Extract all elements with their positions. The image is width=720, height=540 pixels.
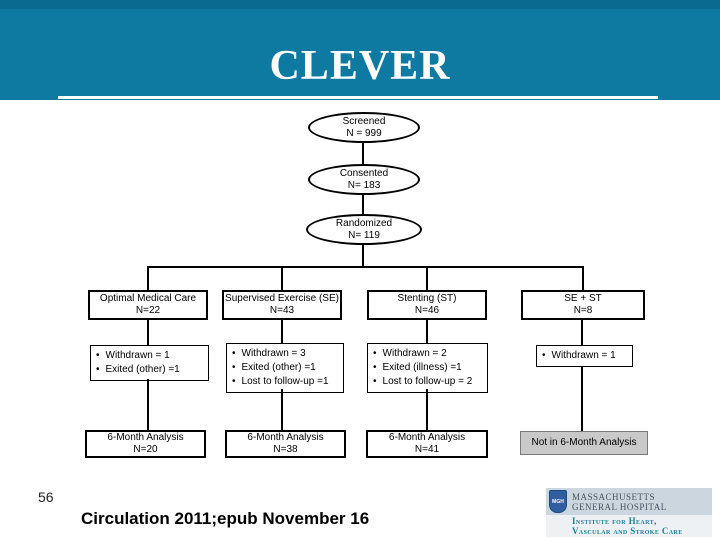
outcome-label: 6-Month Analysis xyxy=(107,432,184,443)
arm-n: N=43 xyxy=(269,305,295,316)
outcome-box-not-in-analysis: Not in 6-Month Analysis xyxy=(520,431,648,455)
connector-horizontal-spine xyxy=(147,266,584,268)
outcome-box-1: 6-Month Analysis N=20 xyxy=(85,430,206,458)
connector-withdrawal3-outcome xyxy=(426,389,428,431)
connector-arm3-withdrawal xyxy=(426,319,428,344)
withdrawal-box-2: Withdrawn = 3 Exited (other) =1 Lost to … xyxy=(226,343,344,393)
connector-withdrawal1-outcome xyxy=(147,379,149,431)
connector-drop-arm3 xyxy=(426,266,428,290)
outcome-label: Not in 6-Month Analysis xyxy=(531,437,637,448)
arm-label: Stenting (ST) xyxy=(397,293,457,304)
connector-drop-arm2 xyxy=(281,266,283,290)
mgh-shield-icon: MGH xyxy=(549,490,567,513)
withdrawal-item: Exited (illness) =1 xyxy=(373,361,484,375)
page-number: 56 xyxy=(38,489,54,505)
hospital-name-line2: GENERAL HOSPITAL xyxy=(572,501,667,512)
stage-label: Consented xyxy=(339,167,389,179)
arm-box-stenting: Stenting (ST) N=46 xyxy=(367,290,487,320)
connector-screened-consented xyxy=(362,142,364,164)
arm-n: N=22 xyxy=(135,305,161,316)
outcome-box-3: 6-Month Analysis N=41 xyxy=(366,430,488,458)
withdrawal-item: Lost to follow-up = 2 xyxy=(373,375,484,389)
arm-label: SE + ST xyxy=(564,293,602,304)
stage-label: Randomized xyxy=(335,217,393,229)
title-underline xyxy=(58,96,658,99)
arm-box-se-plus-st: SE + ST N=8 xyxy=(521,290,645,320)
arm-n: N=8 xyxy=(573,305,593,316)
stage-n: N= 183 xyxy=(347,179,381,191)
institute-name-line1: Institute for Heart, xyxy=(572,516,657,526)
stage-randomized: Randomized N= 119 xyxy=(306,214,422,245)
slide-header: CLEVER xyxy=(0,0,720,100)
header-top-strip xyxy=(0,0,720,9)
withdrawal-item: Exited (other) =1 xyxy=(96,363,205,377)
stage-n: N = 999 xyxy=(346,127,382,139)
institute-name-line2: Vascular and Stroke Care xyxy=(572,526,683,536)
citation-text: Circulation 2011;epub November 16 xyxy=(81,509,370,528)
arm-label: Supervised Exercise (SE) xyxy=(225,293,339,304)
connector-arm2-withdrawal xyxy=(281,319,283,344)
arm-label: Optimal Medical Care xyxy=(99,293,197,304)
hospital-name: MASSACHUSETTS GENERAL HOSPITAL xyxy=(572,492,667,512)
connector-arm1-withdrawal xyxy=(147,319,149,345)
withdrawal-box-4: Withdrawn = 1 xyxy=(536,345,633,367)
stage-consented: Consented N= 183 xyxy=(308,164,420,195)
outcome-label: 6-Month Analysis xyxy=(247,432,324,443)
outcome-box-2: 6-Month Analysis N=38 xyxy=(225,430,346,458)
connector-drop-arm1 xyxy=(147,266,149,290)
connector-drop-arm4 xyxy=(582,266,584,290)
logo-hospital-row: MGH MASSACHUSETTS GENERAL HOSPITAL xyxy=(546,488,712,515)
outcome-n: N=38 xyxy=(273,444,298,455)
withdrawal-item: Exited (other) =1 xyxy=(232,361,340,375)
connector-randomized-spine xyxy=(362,244,364,267)
withdrawal-item: Lost to follow-up =1 xyxy=(232,375,340,389)
withdrawal-item: Withdrawn = 3 xyxy=(232,347,340,361)
mgh-logo: MGH MASSACHUSETTS GENERAL HOSPITAL Insti… xyxy=(546,488,712,537)
withdrawal-item: Withdrawn = 1 xyxy=(542,349,629,363)
arm-box-optimal-medical-care: Optimal Medical Care N=22 xyxy=(88,290,208,320)
connector-consented-randomized xyxy=(362,194,364,214)
withdrawal-box-3: Withdrawn = 2 Exited (illness) =1 Lost t… xyxy=(367,343,488,393)
withdrawal-item: Withdrawn = 1 xyxy=(96,349,205,363)
outcome-label: 6-Month Analysis xyxy=(388,432,466,443)
withdrawal-item: Withdrawn = 2 xyxy=(373,347,484,361)
slide-title: CLEVER xyxy=(269,43,451,89)
outcome-n: N=41 xyxy=(414,444,440,455)
connector-withdrawal4-outcome xyxy=(581,367,583,432)
connector-arm4-withdrawal xyxy=(581,319,583,345)
stage-n: N= 119 xyxy=(348,229,380,241)
withdrawal-box-1: Withdrawn = 1 Exited (other) =1 xyxy=(90,345,209,381)
logo-institute-row: Institute for Heart, Vascular and Stroke… xyxy=(546,515,712,537)
outcome-n: N=20 xyxy=(133,444,158,455)
hospital-name-line1: MASSACHUSETTS xyxy=(572,491,656,502)
arm-n: N=46 xyxy=(414,305,440,316)
connector-withdrawal2-outcome xyxy=(281,389,283,431)
stage-label: Screened xyxy=(342,115,386,127)
stage-screened: Screened N = 999 xyxy=(308,112,420,143)
arm-box-supervised-exercise: Supervised Exercise (SE) N=43 xyxy=(222,290,342,320)
